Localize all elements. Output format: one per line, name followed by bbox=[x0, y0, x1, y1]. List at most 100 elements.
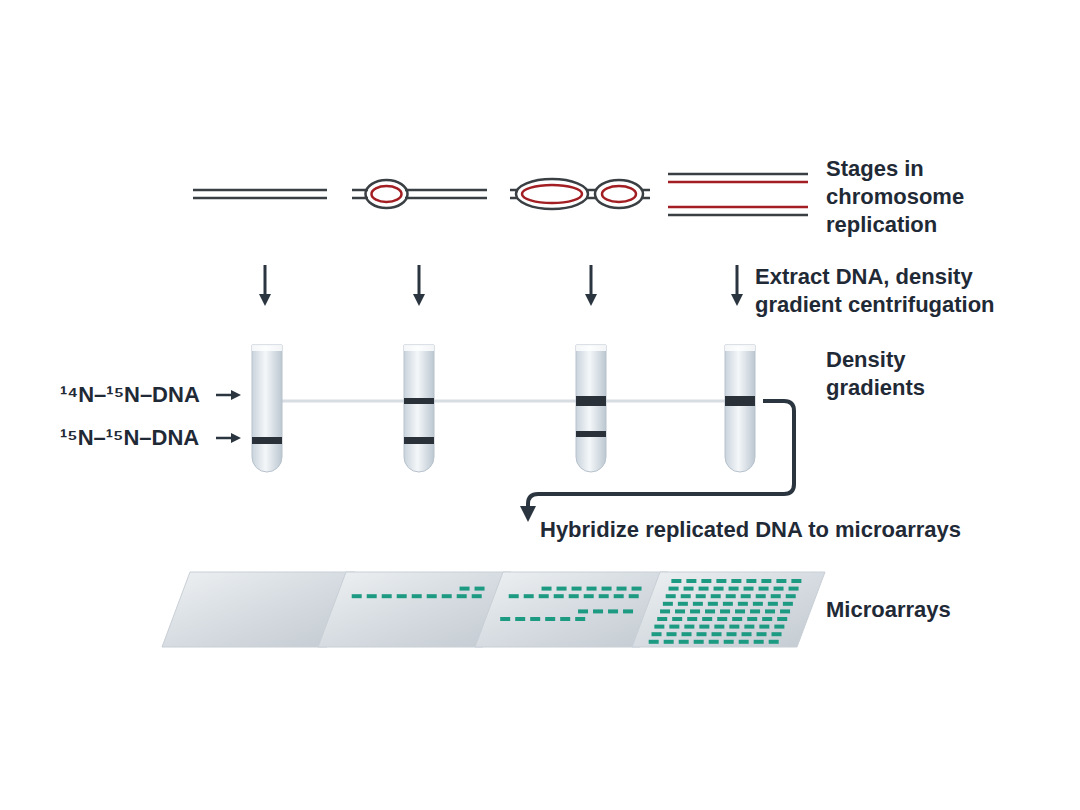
hybridize-arrow bbox=[528, 401, 794, 514]
microarray-spot bbox=[593, 609, 603, 613]
microarray-spot bbox=[789, 587, 799, 591]
dna-unreplicated bbox=[193, 190, 327, 198]
microarray-spot bbox=[687, 617, 697, 621]
centrifuge-tubes bbox=[252, 345, 755, 472]
microarray-spot bbox=[753, 602, 763, 606]
microarray-spot bbox=[663, 602, 673, 606]
microarray-spot bbox=[524, 594, 534, 598]
microarray-spot bbox=[697, 632, 707, 636]
microarray-spot bbox=[768, 602, 778, 606]
dna-one-bubble bbox=[352, 180, 487, 208]
microarray-spot bbox=[632, 587, 642, 591]
microarray-spot bbox=[762, 617, 772, 621]
microarray-spot bbox=[786, 594, 796, 598]
microarray-spot bbox=[742, 632, 752, 636]
band-label: ¹⁵N–¹⁵N–DNA bbox=[60, 424, 210, 452]
band-reference-line bbox=[282, 400, 725, 403]
microarray-spot bbox=[500, 617, 510, 621]
microarray-spot bbox=[720, 609, 730, 613]
microarray-spot bbox=[780, 609, 790, 613]
microarray-spot bbox=[684, 587, 694, 591]
microarray-spot bbox=[542, 587, 552, 591]
process-arrow bbox=[265, 265, 737, 300]
microarray-spot bbox=[427, 594, 437, 598]
microarray-spot bbox=[716, 579, 726, 583]
microarray-spot bbox=[686, 579, 696, 583]
microarray-spot bbox=[530, 617, 540, 621]
step-label: Hybridize replicated DNA to microarrays bbox=[540, 516, 1020, 544]
microarray-spot bbox=[702, 617, 712, 621]
microarray-spot bbox=[693, 602, 703, 606]
microarray-slide bbox=[632, 572, 825, 647]
microarray-spot bbox=[744, 625, 754, 629]
microarray-spot bbox=[666, 594, 676, 598]
microarray-spot bbox=[754, 640, 764, 644]
microarray-spot bbox=[699, 587, 709, 591]
microarray-spot bbox=[649, 640, 659, 644]
microarray-spot bbox=[660, 609, 670, 613]
microarray-spot bbox=[679, 640, 689, 644]
microarray-spot bbox=[352, 594, 362, 598]
microarray-spot bbox=[572, 587, 582, 591]
microarray-spot bbox=[774, 587, 784, 591]
microarray-spot bbox=[584, 594, 594, 598]
microarray-spot bbox=[783, 602, 793, 606]
microarray-spot bbox=[460, 587, 470, 591]
microarray-spot bbox=[608, 609, 618, 613]
microarray-spot bbox=[654, 625, 664, 629]
microarray-spot bbox=[397, 594, 407, 598]
band-pointer bbox=[216, 395, 236, 438]
microarray-spot bbox=[457, 594, 467, 598]
microarray-spot bbox=[711, 594, 721, 598]
band-label: ¹⁴N–¹⁵N–DNA bbox=[60, 381, 210, 409]
microarray-spot bbox=[554, 594, 564, 598]
microarray-spot bbox=[735, 609, 745, 613]
dna-two-bubbles bbox=[510, 179, 650, 209]
microarray-spot bbox=[732, 617, 742, 621]
microarray-spot bbox=[657, 617, 667, 621]
microarray-spot bbox=[714, 587, 724, 591]
microarray-spot bbox=[739, 640, 749, 644]
microarray-spot bbox=[724, 640, 734, 644]
microarray-spot bbox=[729, 587, 739, 591]
microarray-spot bbox=[759, 587, 769, 591]
microarray-spot bbox=[684, 625, 694, 629]
microarray-spot bbox=[623, 609, 633, 613]
microarray-spot bbox=[367, 594, 377, 598]
panel-label: Density gradients bbox=[826, 346, 986, 402]
microarray-spot bbox=[727, 632, 737, 636]
microarray-spot bbox=[741, 594, 751, 598]
microarray-spot bbox=[690, 609, 700, 613]
microarray-slides bbox=[162, 572, 825, 647]
dna-replicated bbox=[668, 174, 808, 215]
microarray-spot bbox=[757, 632, 767, 636]
microarray-spot bbox=[667, 632, 677, 636]
microarray-spot bbox=[509, 594, 519, 598]
microarray-spot bbox=[699, 625, 709, 629]
microarray-spot bbox=[714, 625, 724, 629]
microarray-spot bbox=[545, 617, 555, 621]
microarray-spot bbox=[681, 594, 691, 598]
microarray-spot bbox=[475, 587, 485, 591]
microarray-spot bbox=[765, 609, 775, 613]
microarray-spot bbox=[669, 625, 679, 629]
microarray-spot bbox=[746, 579, 756, 583]
microarray-spot bbox=[602, 587, 612, 591]
microarray-spot bbox=[442, 594, 452, 598]
microarray-spot bbox=[791, 579, 801, 583]
panel-label: Microarrays bbox=[826, 596, 996, 624]
microarray-spot bbox=[744, 587, 754, 591]
microarray-spot bbox=[769, 640, 779, 644]
microarray-spot bbox=[701, 579, 711, 583]
microarray-spot bbox=[696, 594, 706, 598]
microarray-spot bbox=[599, 594, 609, 598]
microarray-spot bbox=[382, 594, 392, 598]
microarray-spot bbox=[614, 594, 624, 598]
microarray-spot bbox=[671, 579, 681, 583]
microarray-spot bbox=[560, 617, 570, 621]
microarray-spot bbox=[723, 602, 733, 606]
microarray-spot bbox=[675, 609, 685, 613]
microarray-spot bbox=[750, 609, 760, 613]
microarray-spot bbox=[772, 632, 782, 636]
microarray-spot bbox=[705, 609, 715, 613]
